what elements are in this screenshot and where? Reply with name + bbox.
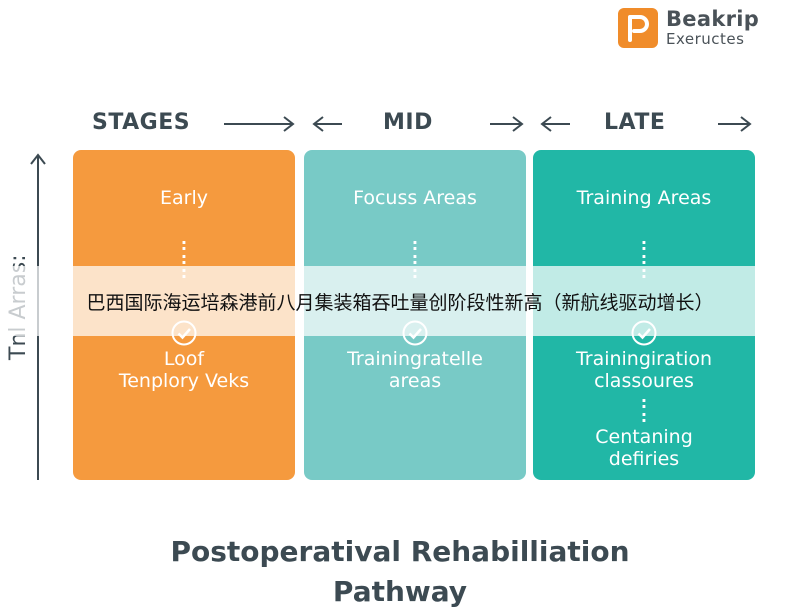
arrow-left-icon	[540, 116, 570, 132]
overlay-banner	[0, 266, 800, 336]
title-line-1: Postoperatival Rehabilliation	[170, 535, 630, 568]
card-item: Trainingiration	[575, 348, 713, 370]
logo-p-icon	[618, 8, 658, 48]
card-heading: Training Areas	[576, 187, 712, 209]
card-item: Trainingratelle	[347, 348, 483, 370]
arrow-right-icon	[490, 116, 524, 132]
header-stages: STAGES	[92, 110, 191, 135]
card-item: defiries	[608, 448, 680, 470]
arrow-left-icon	[312, 116, 342, 132]
card-item: Centaning	[595, 426, 693, 448]
arrow-right-icon	[718, 116, 752, 132]
logo-name: Beakrip	[666, 7, 760, 31]
card-item: classoures	[594, 370, 694, 392]
logo-tagline: Exeructes	[666, 30, 745, 48]
header-late: LATE	[604, 110, 666, 135]
page-title: Postoperatival Rehabilliation Pathway	[0, 532, 800, 612]
card-heading: Early	[160, 187, 208, 209]
title-line-2: Pathway	[332, 575, 468, 608]
arrow-right-icon	[224, 116, 295, 132]
card-item: Loof	[163, 348, 205, 370]
card-heading: Focuss Areas	[353, 187, 477, 209]
card-item: Tenplory Veks	[118, 370, 250, 392]
brand-logo: Beakrip Exeructes	[618, 8, 798, 48]
dotted-connector: ::	[640, 393, 648, 426]
card-item: areas	[388, 370, 442, 392]
header-mid: MID	[383, 110, 433, 135]
banner-headline: 巴西国际海运培森港前八月集装箱吞吐量创阶段性新高（新航线驱动增长）	[86, 292, 714, 314]
